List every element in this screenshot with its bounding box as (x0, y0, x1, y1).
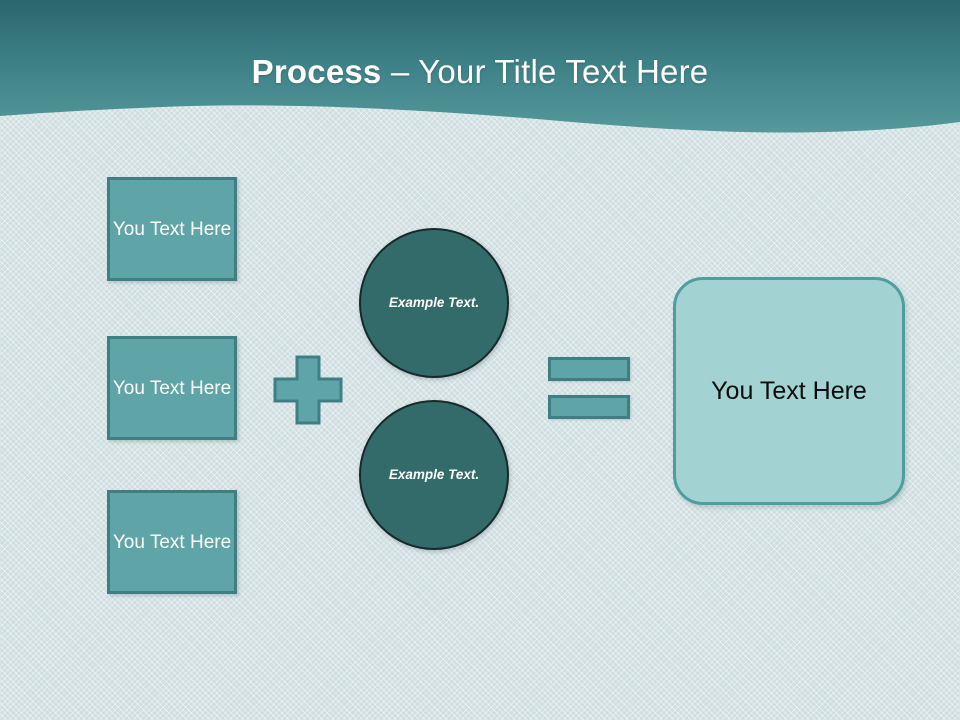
input-box-2[interactable]: You Text Here (107, 336, 237, 440)
input-box-1[interactable]: You Text Here (107, 177, 237, 281)
example-circle-1-label: Example Text. (388, 295, 480, 310)
plus-icon-shape (273, 355, 343, 425)
slide-header-banner (0, 0, 960, 140)
equals-icon-bar-bottom (548, 395, 630, 419)
header-wave-shape (0, 0, 960, 133)
example-circle-1[interactable]: Example Text. (359, 228, 509, 378)
equals-icon (548, 357, 630, 419)
equals-icon-bar-top (548, 357, 630, 381)
result-box-label: You Text Here (711, 377, 867, 405)
input-box-1-label: You Text Here (112, 218, 232, 240)
result-box[interactable]: You Text Here (673, 277, 905, 505)
page-title-rest: – Your Title Text Here (381, 53, 709, 90)
input-box-3[interactable]: You Text Here (107, 490, 237, 594)
example-circle-2[interactable]: Example Text. (359, 400, 509, 550)
input-box-3-label: You Text Here (112, 531, 232, 553)
page-title: Process – Your Title Text Here (0, 52, 960, 92)
plus-icon (272, 354, 344, 426)
page-title-bold: Process (251, 53, 382, 90)
input-box-2-label: You Text Here (112, 377, 232, 399)
example-circle-2-label: Example Text. (388, 467, 480, 482)
